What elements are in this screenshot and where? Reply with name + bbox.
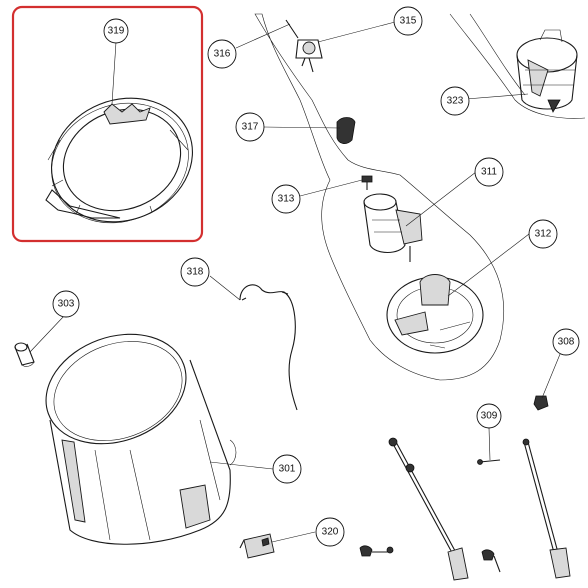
callout-303[interactable]: 303 <box>52 290 80 318</box>
callout-323[interactable]: 323 <box>440 86 470 116</box>
part-319-ring[interactable] <box>33 77 211 243</box>
svg-text:315: 315 <box>400 16 417 27</box>
part-311-sleeve[interactable] <box>363 193 423 262</box>
callout-317[interactable]: 317 <box>235 112 265 142</box>
svg-text:309: 309 <box>481 411 498 422</box>
callout-313[interactable]: 313 <box>271 184 301 214</box>
part-320-bracket[interactable] <box>239 533 275 559</box>
part-317-cap[interactable] <box>336 117 356 144</box>
svg-text:303: 303 <box>58 299 75 310</box>
callout-318[interactable]: 318 <box>180 257 210 287</box>
callout-309[interactable]: 309 <box>476 403 502 429</box>
callout-320[interactable]: 320 <box>315 517 345 547</box>
part-313-screw[interactable] <box>361 175 373 190</box>
svg-text:323: 323 <box>447 96 464 107</box>
suspension-rods[interactable] <box>359 437 571 581</box>
panel-outline-right <box>449 13 586 119</box>
svg-text:313: 313 <box>278 194 295 205</box>
callout-312[interactable]: 312 <box>528 219 558 249</box>
part-315-fitting[interactable] <box>285 19 323 73</box>
callout-316[interactable]: 316 <box>207 39 237 69</box>
svg-text:308: 308 <box>558 337 575 348</box>
callout-315[interactable]: 315 <box>393 6 423 36</box>
svg-text:317: 317 <box>242 122 259 133</box>
part-308-nut[interactable] <box>533 395 549 411</box>
callout-308[interactable]: 308 <box>552 328 580 356</box>
part-318-hose[interactable] <box>239 284 298 411</box>
svg-text:311: 311 <box>481 167 497 178</box>
svg-text:320: 320 <box>322 527 339 538</box>
part-309-pin[interactable] <box>477 459 501 465</box>
part-303-bushing[interactable] <box>14 342 35 367</box>
panel-outline-upper <box>254 13 505 381</box>
part-312-agitator-base[interactable] <box>386 274 484 354</box>
svg-text:319: 319 <box>108 26 125 37</box>
part-301-tub[interactable] <box>31 316 237 545</box>
svg-text:312: 312 <box>535 229 552 240</box>
svg-text:316: 316 <box>214 49 231 60</box>
callout-319[interactable]: 319 <box>103 18 129 44</box>
callout-301[interactable]: 301 <box>272 454 302 484</box>
part-323-housing[interactable] <box>516 29 578 113</box>
highlight-box-319 <box>11 5 204 243</box>
svg-text:318: 318 <box>187 267 204 278</box>
callout-311[interactable]: 311 <box>474 157 504 187</box>
svg-text:301: 301 <box>279 464 296 475</box>
